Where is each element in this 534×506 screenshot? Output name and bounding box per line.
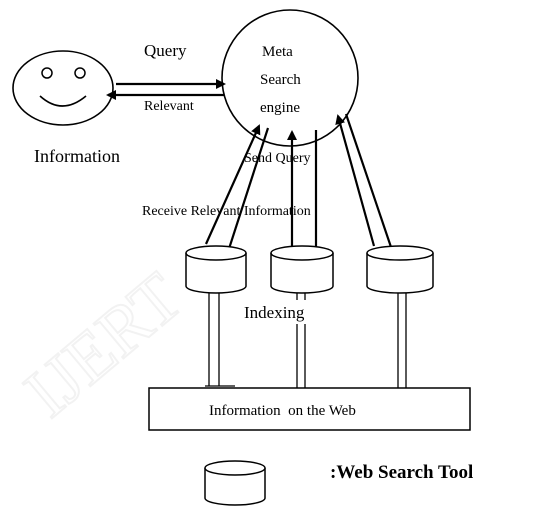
user-label: Information xyxy=(34,146,120,166)
user-face-icon xyxy=(12,50,114,126)
meta-search-engine-node xyxy=(221,9,359,147)
search-tool-2-icon xyxy=(270,245,334,294)
meta-engine-line1: Meta xyxy=(262,44,293,60)
tool1-to-engine-arrow xyxy=(204,124,261,245)
relevant-label: Relevant xyxy=(144,99,194,114)
legend-cylinder-icon xyxy=(204,460,266,506)
search-tool-3-icon xyxy=(366,245,434,294)
query-label: Query xyxy=(144,41,187,60)
meta-engine-line3: engine xyxy=(260,100,300,116)
engine-to-tool1-arrow xyxy=(223,127,270,260)
engine-to-tool3-arrow xyxy=(344,113,397,258)
receive-label: Receive Relevant Information xyxy=(142,204,311,219)
web-box-label: Information on the Web xyxy=(209,403,356,419)
web-information-box xyxy=(148,387,471,431)
legend-label: :Web Search Tool xyxy=(330,462,473,483)
tool3-to-engine-arrow xyxy=(335,114,376,247)
indexing-label: Indexing xyxy=(244,303,305,322)
meta-engine-line2: Search xyxy=(260,72,301,88)
search-tool-1-icon xyxy=(185,245,247,294)
send-query-label: Send Query xyxy=(244,151,311,166)
